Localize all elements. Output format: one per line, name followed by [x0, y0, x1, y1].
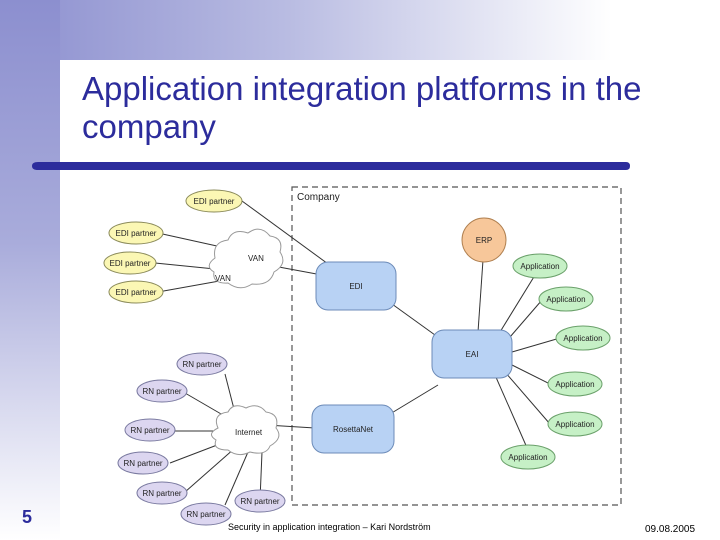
rn-partner-label: RN partner: [142, 489, 181, 498]
application-node: [547, 411, 603, 437]
edi-label: EDI: [349, 282, 362, 291]
application-label: Application: [508, 453, 547, 462]
edi-partner-label: EDI partner: [116, 229, 157, 238]
edi-partner-node: [103, 251, 157, 275]
edi-partner-label: EDI partner: [116, 288, 157, 297]
rn-partner-label: RN partner: [240, 497, 279, 506]
rn-partner-node: [180, 502, 232, 526]
rn-partner-node: [124, 418, 176, 442]
eai-label: EAI: [466, 350, 479, 359]
application-label: Application: [555, 420, 594, 429]
van-cloud: VAN VAN: [208, 228, 284, 289]
erp-node: [461, 217, 507, 263]
rn-partner-nodes: RN partner RN partner RN partner RN part…: [117, 352, 286, 526]
rn-partner-node: [234, 489, 286, 513]
application-node: [547, 371, 603, 397]
application-nodes: Application Application Application Appl…: [500, 253, 611, 470]
edi-partner-nodes: EDI partner EDI partner EDI partner EDI …: [103, 189, 243, 304]
edi-partner-label: EDI partner: [110, 259, 151, 268]
title-underline: [32, 162, 630, 170]
internet-label: Internet: [235, 428, 263, 437]
rn-partner-node: [176, 352, 228, 376]
application-node: [538, 286, 594, 312]
company-boundary: [291, 186, 622, 506]
edi-partner-node: [108, 280, 164, 304]
van-label: VAN: [215, 274, 231, 283]
footer-text: Security in application integration – Ka…: [228, 522, 431, 532]
rn-partner-label: RN partner: [123, 459, 162, 468]
slide-number: 5: [22, 507, 33, 527]
rosettanet-label: RosettaNet: [333, 425, 374, 434]
edi-partner-node: [108, 221, 164, 245]
internet-cloud: Internet: [211, 405, 280, 456]
rn-partner-label: RN partner: [182, 360, 221, 369]
rn-partner-node: [136, 481, 188, 505]
rn-partner-node: [136, 379, 188, 403]
rosettanet-box: [311, 404, 395, 454]
rn-partner-label: RN partner: [186, 510, 225, 519]
sidebar-gradient: [0, 0, 60, 540]
rn-partner-label: RN partner: [142, 387, 181, 396]
slide-title: Application integration platforms in the…: [82, 70, 642, 145]
application-label: Application: [555, 380, 594, 389]
van-label: VAN: [248, 254, 264, 263]
edi-box: [315, 261, 397, 311]
eai-box: [431, 329, 513, 379]
application-node: [512, 253, 568, 279]
edi-partner-node: [185, 189, 243, 213]
application-label: Application: [563, 334, 602, 343]
header-gradient: [0, 0, 720, 60]
footer-date: 09.08.2005: [645, 524, 696, 535]
rn-partner-node: [117, 451, 169, 475]
application-node: [555, 325, 611, 351]
integration-diagram: Company EDI partner EDI partner EDI part…: [103, 186, 622, 526]
company-label: Company: [297, 192, 340, 203]
application-label: Application: [520, 262, 559, 271]
application-label: Application: [546, 295, 585, 304]
application-node: [500, 444, 556, 470]
edi-partner-label: EDI partner: [194, 197, 235, 206]
rn-partner-label: RN partner: [130, 426, 169, 435]
erp-label: ERP: [476, 236, 492, 245]
